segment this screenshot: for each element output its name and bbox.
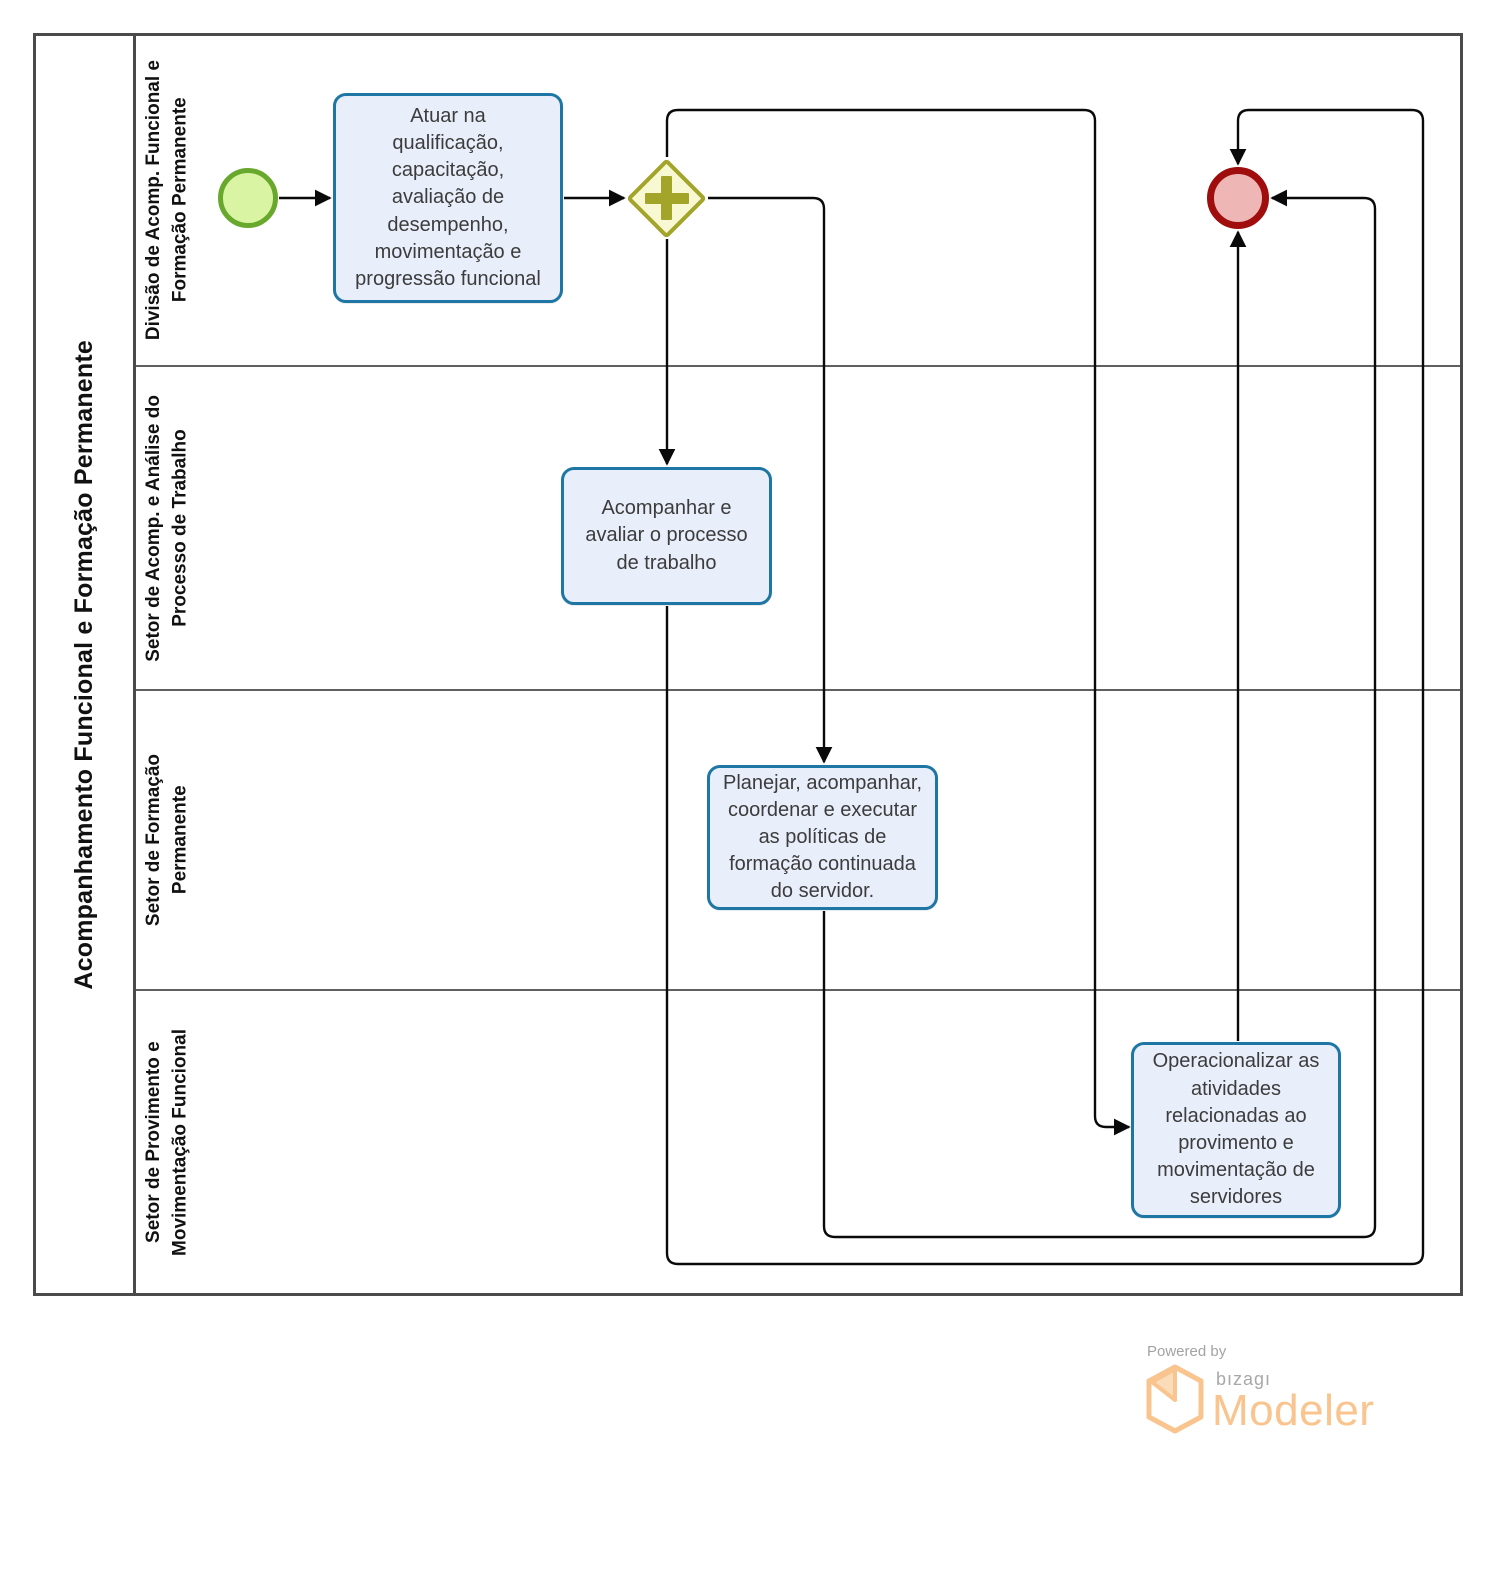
bizagi-wordmark: bızagı <box>1216 1369 1272 1389</box>
flow-gateway-to-planejar <box>708 196 833 764</box>
pool: Acompanhamento Funcional e Formação Perm… <box>33 33 1463 1296</box>
bizagi-logo-icon <box>1146 1364 1204 1439</box>
task-atuar[interactable]: Atuar na qualificação, capacitação, aval… <box>333 93 563 303</box>
modeler-wordmark: Modeler <box>1212 1386 1375 1435</box>
pool-header[interactable]: Acompanhamento Funcional e Formação Perm… <box>36 36 136 1293</box>
flow-planejar-to-end <box>822 189 1377 1239</box>
end-event[interactable] <box>1207 167 1269 229</box>
lanes-container: Divisão de Acomp. Funcional e Formação P… <box>136 36 1460 1293</box>
flow-acompanhar-to-end <box>665 108 1425 1266</box>
task-acompanhar[interactable]: Acompanhar e avaliar o processo de traba… <box>561 467 772 605</box>
lane-setor-formacao-permanente[interactable]: Setor de Formação Permanente <box>136 689 1460 989</box>
task-planejar[interactable]: Planejar, acompanhar, coordenar e execut… <box>707 765 938 910</box>
flow-gateway-to-operacionalizar <box>665 108 1131 1136</box>
lane-setor-provimento-movimentacao[interactable]: Setor de Provimento e Movimentação Funci… <box>136 989 1460 1293</box>
powered-by-label: Powered by <box>1147 1343 1227 1360</box>
task-operacionalizar[interactable]: Operacionalizar as atividades relacionad… <box>1131 1042 1341 1218</box>
start-event[interactable] <box>218 168 278 228</box>
gateway-plus-icon <box>661 176 672 220</box>
lane-setor-acomp-analise[interactable]: Setor de Acomp. e Análise do Processo de… <box>136 365 1460 689</box>
